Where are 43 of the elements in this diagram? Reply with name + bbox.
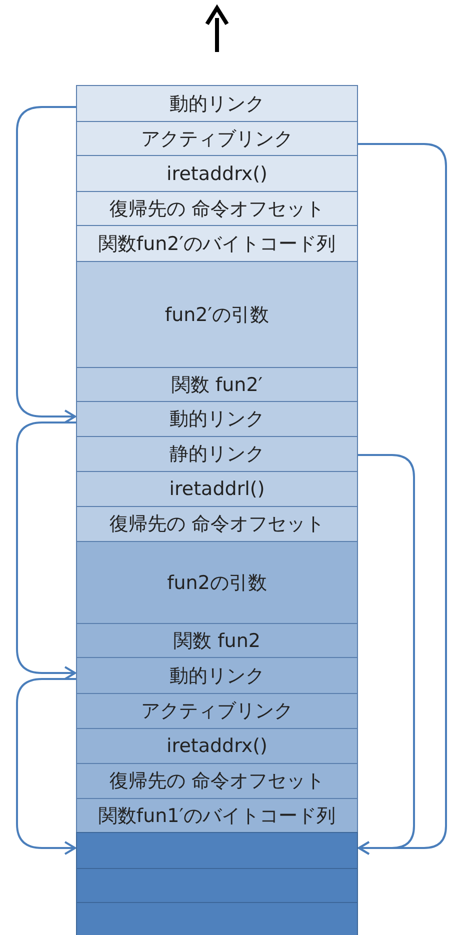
cell-label: iretaddrx() [166, 162, 268, 184]
cell-label: 関数fun2′のバイトコード列 [98, 232, 336, 256]
stack-cell [76, 541, 358, 624]
cell-label: 復帰先の 命令オフセット [109, 769, 325, 794]
stack-cell [76, 506, 358, 542]
cell-label: 復帰先の 命令オフセット [109, 512, 325, 537]
stack-cell [76, 902, 358, 935]
stack-cell [76, 728, 358, 764]
stack-cell [76, 121, 358, 156]
stack-cell [76, 798, 358, 833]
stack-cell [76, 657, 358, 694]
stack-cell [76, 155, 358, 192]
cell-label: アクティブリンク [141, 126, 293, 152]
cell-label: fun2′の引数 [164, 302, 270, 328]
cell-label: 動的リンク [170, 664, 264, 688]
cell-label: 関数 fun2 [174, 628, 260, 654]
cell-label: 復帰先の 命令オフセット [109, 196, 325, 222]
cell-label: アクティブリンク [141, 699, 293, 724]
stack-cell [76, 763, 358, 799]
stack-cell [76, 436, 358, 472]
cell-label: 関数fun1′のバイトコード列 [98, 804, 336, 828]
cell-label: 動的リンク [170, 407, 264, 432]
cell-label: iretaddrl() [169, 478, 265, 500]
arrow [16, 106, 76, 424]
stack-cell [76, 225, 358, 262]
stack-cell [76, 85, 358, 122]
stack-cell [76, 832, 358, 869]
cell-label: iretaddrx() [166, 735, 268, 757]
arrow [358, 454, 415, 855]
stack-cell [76, 868, 358, 903]
stack-cell [76, 191, 358, 226]
stack-cell [76, 261, 358, 368]
arrow [16, 422, 76, 680]
cell-label: 静的リンク [170, 442, 264, 467]
stack-cell [76, 623, 358, 658]
cell-label: fun2の引数 [167, 570, 267, 596]
cell-label: 動的リンク [170, 92, 264, 116]
cell-label: 関数 fun2′ [171, 372, 263, 398]
arrow [16, 678, 76, 855]
stack-cell [76, 471, 358, 507]
stack-cell [76, 367, 358, 402]
stack-cell [76, 401, 358, 437]
stack-cell [76, 693, 358, 729]
